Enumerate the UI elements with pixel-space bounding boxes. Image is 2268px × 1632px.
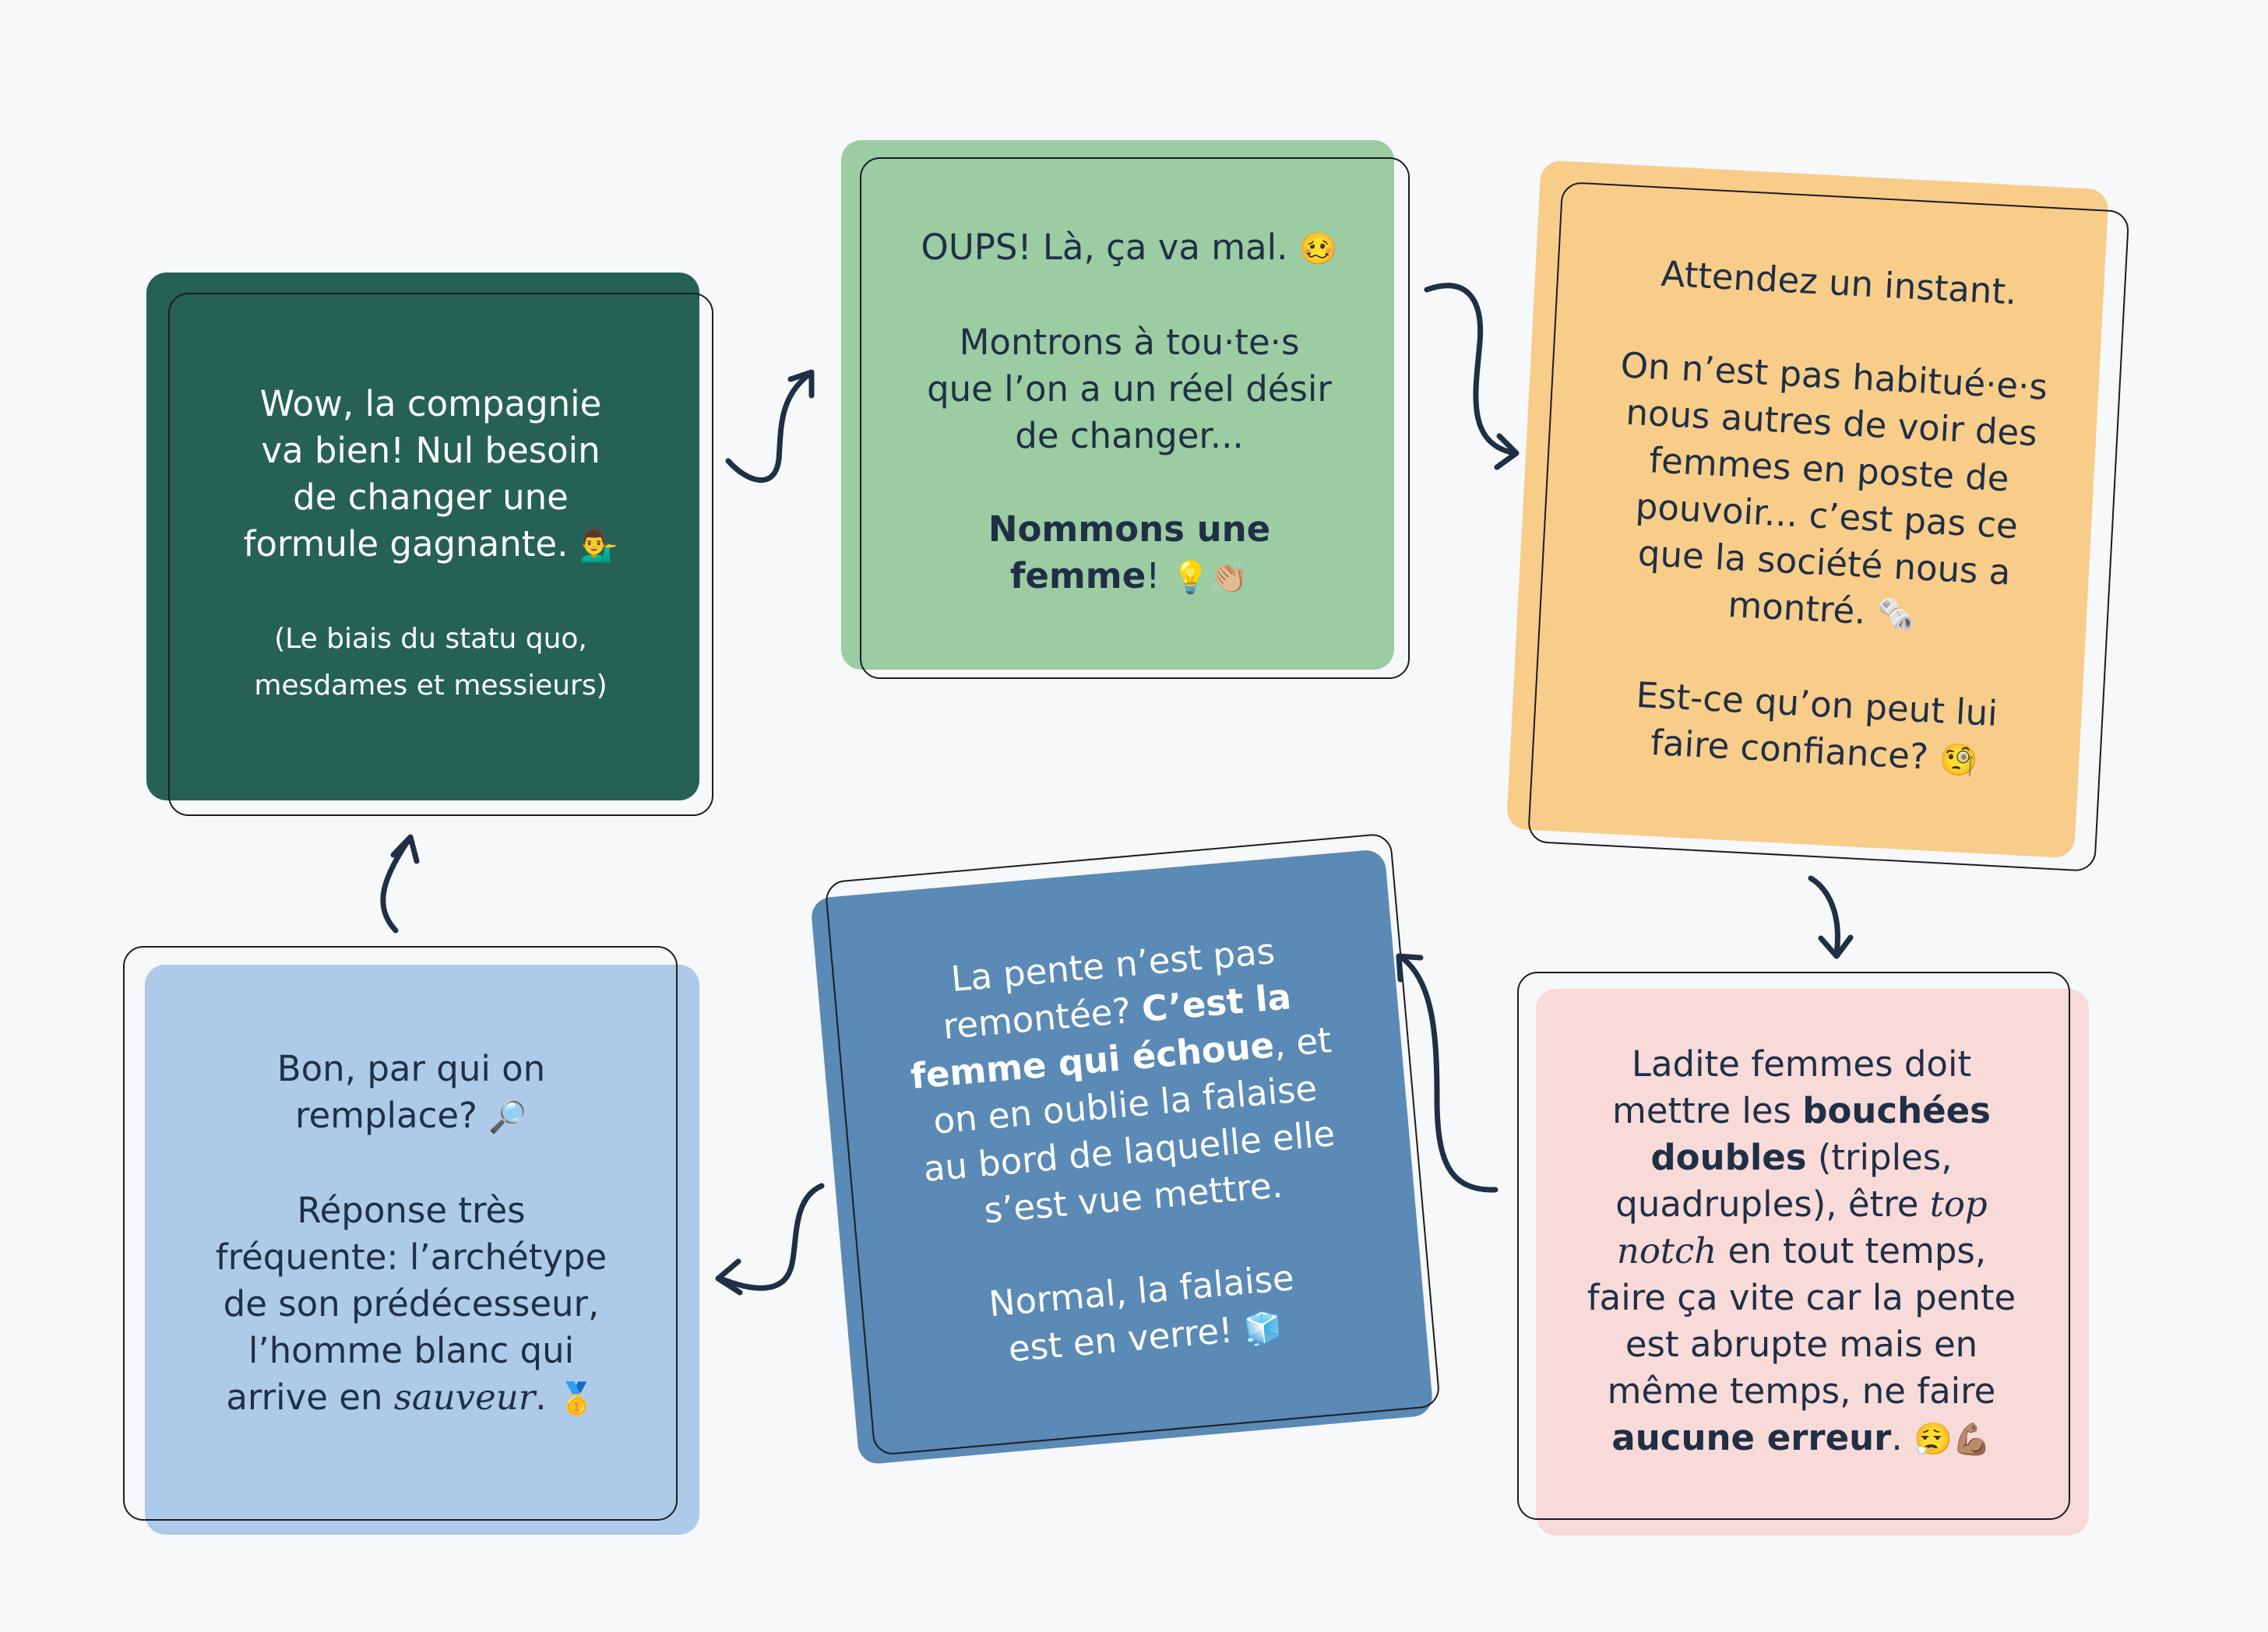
card-remplace-line: arrive en sauveur. 🥇 xyxy=(226,1377,597,1418)
lightbulb-clapping-icon: 💡👏🏼 xyxy=(1171,560,1249,596)
card-oups-line: Montrons à tou·te·s xyxy=(959,322,1300,363)
card-oups-line: OUPS! Là, ça va mal. 🥴 xyxy=(921,227,1338,268)
card-oups: OUPS! Là, ça va mal. 🥴 Montrons à tou·te… xyxy=(841,140,1418,685)
card-ladite-line: doubles (triples, xyxy=(1650,1137,1953,1178)
arrow-2-to-3 xyxy=(1424,283,1518,456)
card-ladite-line: faire ça vite car la pente xyxy=(1587,1277,2016,1318)
card-remplace-line: remplace? 🔎 xyxy=(294,1095,528,1136)
card-oups-text: OUPS! Là, ça va mal. 🥴 Montrons à tou·te… xyxy=(857,179,1402,646)
card-remplace-text: Bon, par qui on remplace? 🔎 Réponse très… xyxy=(139,977,684,1491)
card-status-quo-fill xyxy=(146,273,699,800)
card-oups-line: de changer... xyxy=(1015,415,1244,456)
card-status-quo-text: Wow, la compagnie va bien! Nul besoin de… xyxy=(162,296,699,794)
card-remplace-outline xyxy=(123,946,678,1521)
card-status-quo-note: mesdames et messieurs) xyxy=(254,670,608,702)
card-remplace-line: Bon, par qui on xyxy=(276,1048,546,1089)
card-remplace-line: fréquente: l’archétype xyxy=(215,1236,608,1278)
card-ladite-fill xyxy=(1536,989,2089,1535)
person-tipping-hand-icon: 💁‍♂️ xyxy=(579,528,618,564)
card-oups-line: que l’on a un réel désir xyxy=(927,368,1332,410)
card-status-quo-outline xyxy=(168,293,713,816)
arrow-4-to-5 xyxy=(1399,955,1498,1193)
card-oups-bold-line: Nommons une xyxy=(988,508,1271,550)
card-status-quo-line: va bien! Nul besoin xyxy=(261,430,600,471)
card-ladite-line: est abrupte mais en xyxy=(1625,1324,1978,1365)
card-remplace-line: de son prédécesseur, xyxy=(223,1283,600,1324)
card-remplace-line: l’homme blanc qui xyxy=(248,1330,575,1371)
card-status-quo: Wow, la compagnie va bien! Nul besoin de… xyxy=(146,273,715,818)
medal-icon: 🥇 xyxy=(557,1381,597,1417)
card-ladite-line: aucune erreur. 😮‍💨💪🏽 xyxy=(1611,1417,1992,1458)
card-status-quo-line: formule gagnante. 💁‍♂️ xyxy=(243,523,618,565)
arrow-4-to-5-head xyxy=(1396,953,1424,983)
card-remplace-fill xyxy=(145,965,699,1535)
exhale-flexed-biceps-icon: 😮‍💨💪🏽 xyxy=(1914,1422,1992,1458)
card-ladite-line: quadruples), être top xyxy=(1615,1184,1988,1225)
arrow-6-to-1-head xyxy=(390,834,420,864)
card-oups-fill xyxy=(841,140,1394,670)
card-status-quo-line: de changer une xyxy=(293,477,569,518)
card-ladite-line: Ladite femmes doit xyxy=(1631,1043,1972,1085)
arrow-1-to-2-head xyxy=(787,369,815,399)
magnifying-glass-icon: 🔎 xyxy=(488,1099,528,1135)
card-ladite-line: même temps, ne faire xyxy=(1607,1370,1996,1412)
card-ladite-text: Ladite femmes doit mettre les bouchées d… xyxy=(1525,1003,2078,1501)
card-ladite: Ladite femmes doit mettre les bouchées d… xyxy=(1517,972,2094,1540)
card-status-quo-note: (Le biais du statu quo, xyxy=(274,623,587,655)
arrow-6-to-1 xyxy=(380,836,412,934)
card-status-quo-line: Wow, la compagnie xyxy=(259,383,602,424)
arrow-3-to-4 xyxy=(1808,875,1840,957)
card-oups-outline xyxy=(860,157,1410,679)
arrow-5-to-6 xyxy=(717,1183,825,1291)
card-remplace: Bon, par qui on remplace? 🔎 Réponse très… xyxy=(123,946,703,1538)
arrow-2-to-3-head xyxy=(1494,433,1520,470)
card-ladite-line: notch en tout temps, xyxy=(1616,1230,1987,1271)
arrow-5-to-6-head xyxy=(715,1258,743,1296)
card-ladite-line: mettre les bouchées xyxy=(1612,1090,1991,1131)
arrow-1-to-2 xyxy=(725,371,813,484)
arrow-3-to-4-head xyxy=(1818,934,1854,959)
card-oups-line: femme! 💡👏🏼 xyxy=(1009,555,1249,596)
card-ladite-outline xyxy=(1517,972,2070,1520)
woozy-face-icon: 🥴 xyxy=(1298,231,1338,267)
card-remplace-line: Réponse très xyxy=(297,1190,526,1231)
